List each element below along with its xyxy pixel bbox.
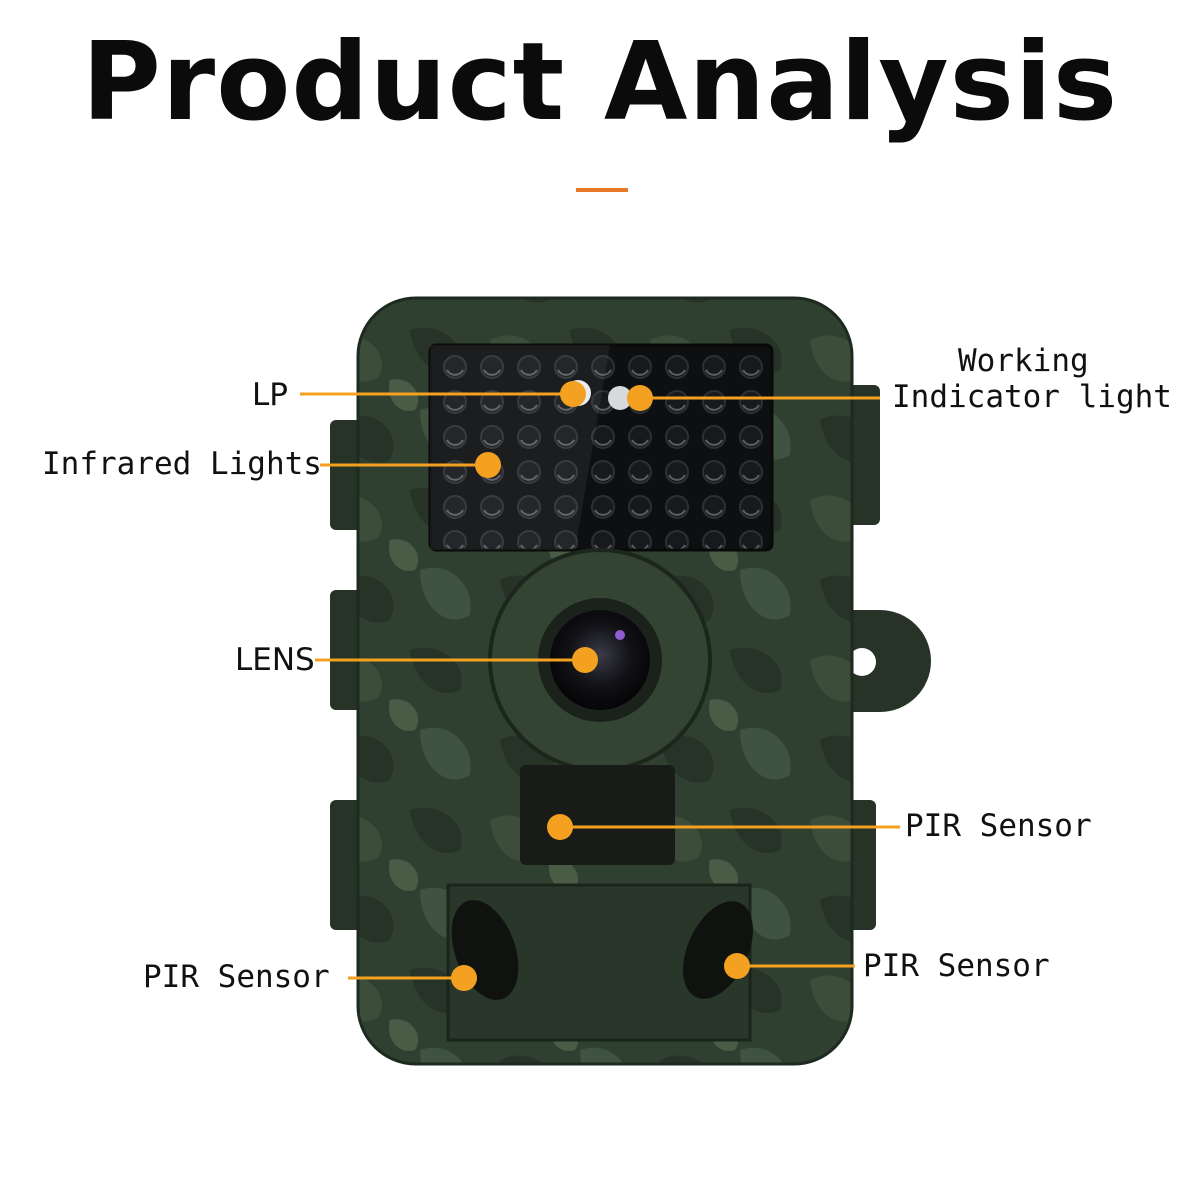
callout-dot-pir-center	[547, 814, 573, 840]
label-pir-sensor-right: PIR Sensor	[863, 951, 1050, 982]
callout-dot-lp	[560, 381, 586, 407]
callout-dot-pir-left	[451, 965, 477, 991]
label-working: Working	[958, 346, 1089, 377]
callout-dot-pir-right	[724, 953, 750, 979]
callout-dot-working	[627, 385, 653, 411]
callout-dot-lens	[572, 647, 598, 673]
label-indicator-light: Indicator light	[892, 382, 1172, 413]
callout-dot-infrared	[475, 452, 501, 478]
label-pir-sensor-left: PIR Sensor	[143, 962, 330, 993]
label-lens: LENS	[235, 645, 315, 676]
label-infrared-lights: Infrared Lights	[42, 449, 322, 480]
pir-sensor-window	[520, 765, 675, 865]
label-lp: LP	[252, 380, 288, 411]
label-pir-sensor-center: PIR Sensor	[905, 811, 1092, 842]
